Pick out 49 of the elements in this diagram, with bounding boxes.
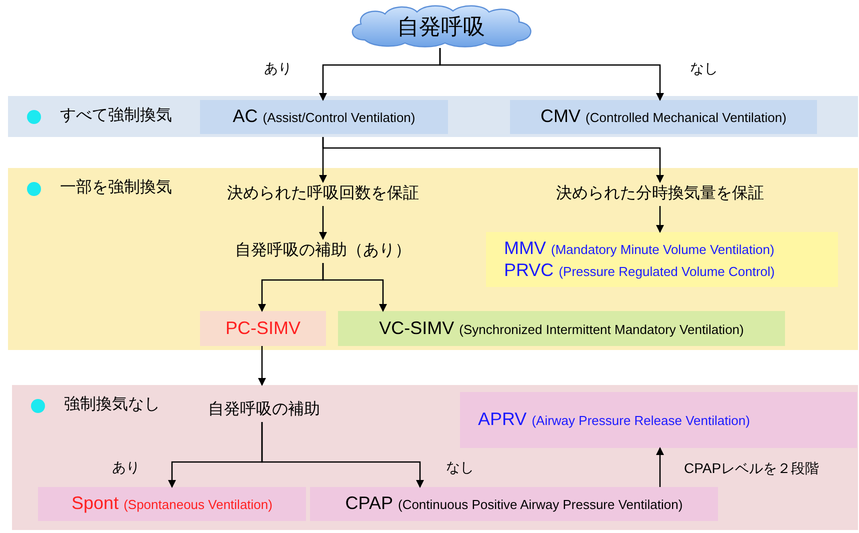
mode-abbreviation: MMV [504, 238, 546, 258]
edge-label: あり [112, 458, 140, 477]
category-band [12, 385, 858, 530]
category-heading: すべて強制換気 [60, 106, 172, 126]
cloud-label: 自発呼吸 [397, 12, 485, 40]
mode-abbreviation: VC-SIMV [379, 318, 454, 338]
edge-label: あり [264, 59, 292, 78]
mode-abbreviation: CMV [540, 106, 581, 127]
condition-text: 自発呼吸の補助（あり） [235, 240, 411, 261]
mode-full-name: (Synchronized Intermittent Mandatory Ventilation) [459, 320, 744, 339]
arrow [656, 206, 664, 233]
mode-abbreviation: CPAP [345, 493, 393, 514]
mode-box [486, 232, 838, 287]
mode-full-name: (Continuous Positive Airway Pressure Ventilation) [398, 496, 683, 514]
edge-label: CPAPレベルを２段階 [684, 459, 820, 478]
category-heading: 一部を強制換気 [60, 178, 172, 198]
arrow [656, 447, 664, 487]
edge-label: なし [690, 59, 718, 78]
mode-abbreviation: PC-SIMV [225, 318, 300, 339]
mode-full-name: (Controlled Mechanical Ventilation) [586, 109, 786, 127]
mode-box [460, 392, 857, 448]
condition-text: 決められた分時換気量を保証 [556, 184, 764, 204]
mode-full-name: (Assist/Control Ventilation) [262, 109, 416, 127]
mode-box [338, 311, 785, 346]
mode-box [510, 100, 817, 134]
mode-abbreviation: APRV [478, 409, 527, 430]
mode-box [200, 311, 326, 346]
mode-abbreviation: Spont [72, 493, 119, 514]
category-band [8, 96, 858, 137]
arrow [322, 263, 387, 312]
mode-full-name: (Spontaneous Ventilation) [124, 496, 272, 514]
edge-label: なし [446, 458, 474, 477]
arrow [439, 48, 664, 101]
mode-full-name: (Airway Pressure Release Ventilation) [532, 412, 750, 430]
mode-box [310, 487, 718, 521]
mode-abbreviation: PRVC [504, 260, 554, 280]
mode-abbreviation: AC [232, 106, 258, 127]
mode-full-name: (Pressure Regulated Volume Control) [558, 262, 775, 281]
condition-text: 自発呼吸の補助 [208, 400, 320, 420]
condition-text: 決められた呼吸回数を保証 [227, 184, 419, 204]
arrow [319, 206, 327, 240]
mode-full-name: (Mandatory Minute Volume Ventilation) [551, 240, 774, 259]
arrow [261, 422, 424, 488]
category-heading: 強制換気なし [64, 394, 160, 415]
arrow [322, 137, 664, 183]
mode-box [38, 487, 306, 521]
mode-box [200, 100, 448, 134]
category-band [8, 168, 858, 350]
arrow [258, 346, 266, 386]
